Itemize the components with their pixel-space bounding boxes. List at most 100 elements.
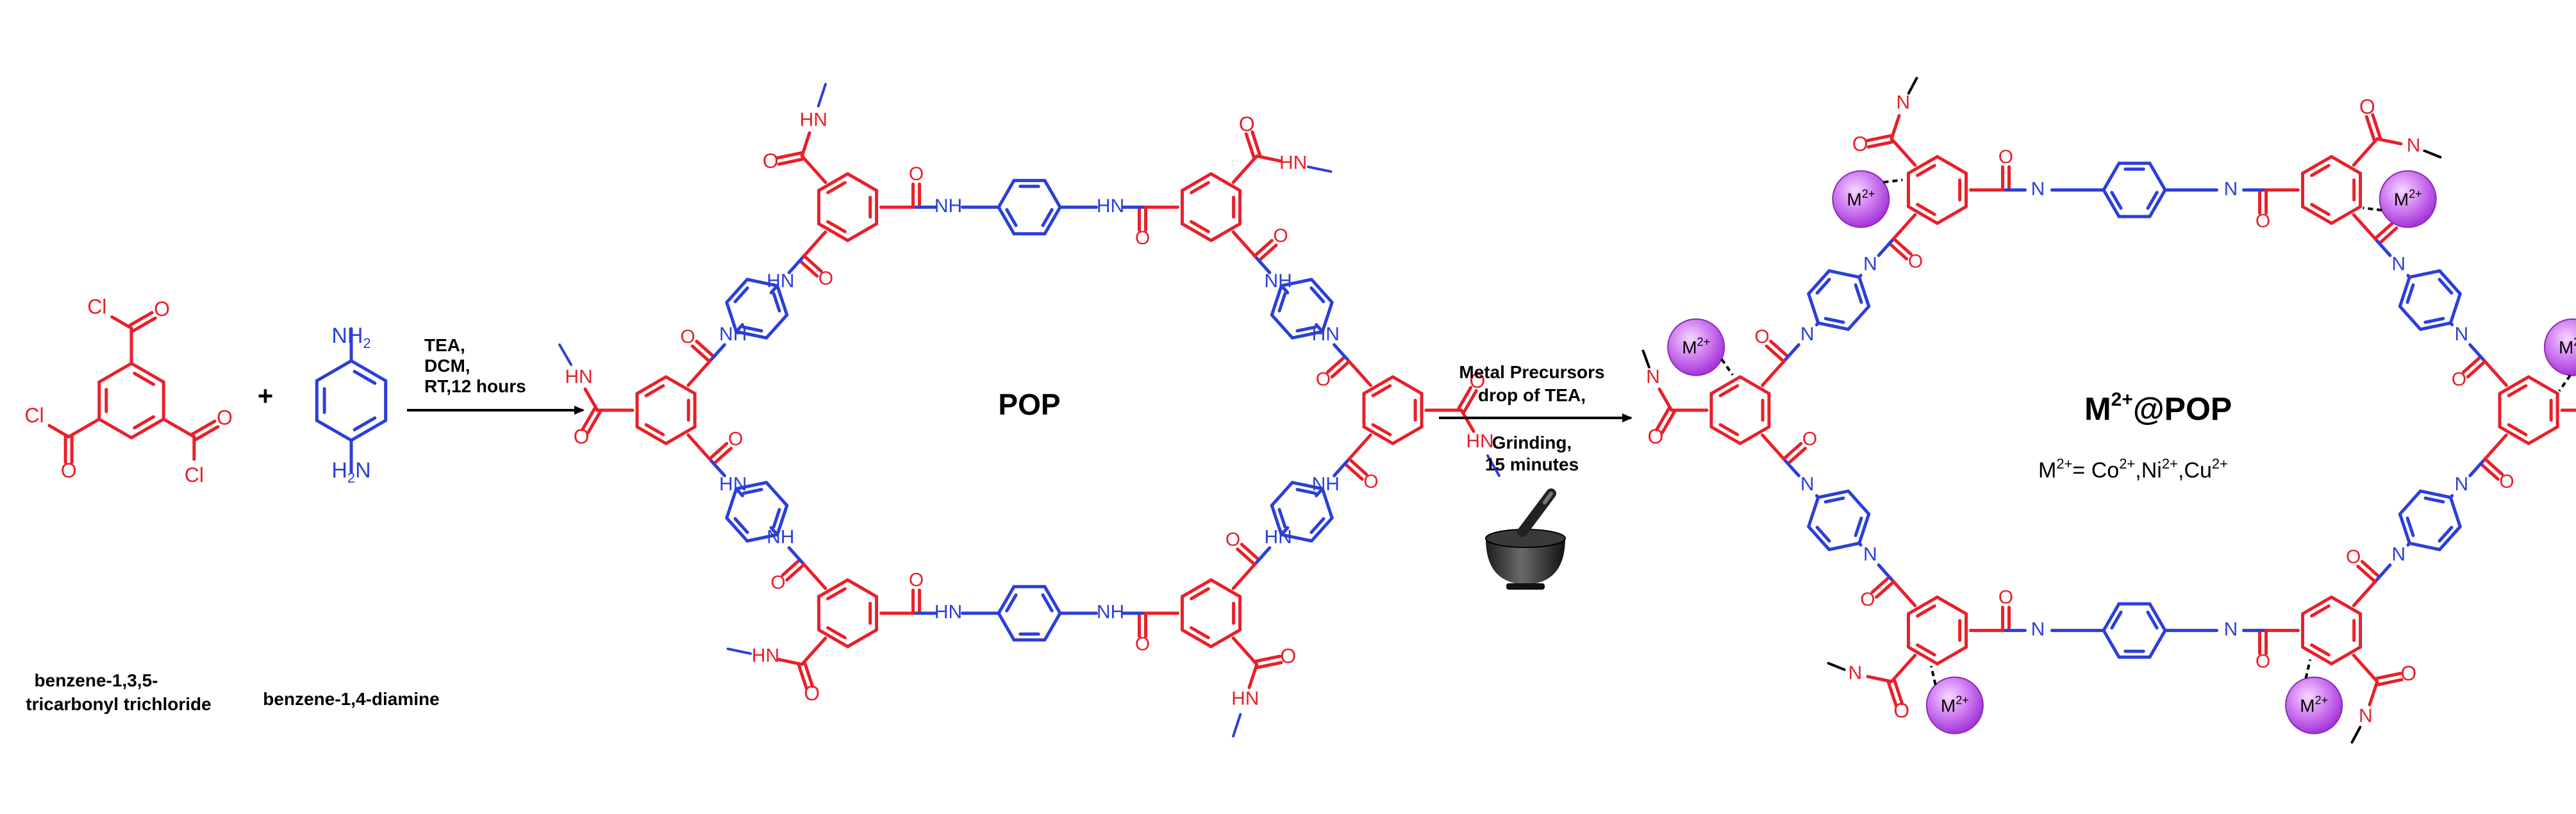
linker-ring-blue bbox=[997, 585, 1062, 642]
amide-nh-label: HN bbox=[935, 602, 962, 623]
carbonyl-double-bond bbox=[1786, 446, 1807, 465]
ring-double-bond bbox=[2406, 516, 2415, 537]
ring-bond bbox=[725, 301, 738, 333]
node-ring-red bbox=[2300, 595, 2363, 666]
metal-symbol: M bbox=[2300, 695, 2314, 715]
ring-double-bond bbox=[353, 370, 377, 385]
amide-n-label: N bbox=[2455, 324, 2469, 345]
carbonyl-double-bond bbox=[690, 344, 711, 363]
carbonyl-double-bond bbox=[2377, 226, 2398, 245]
metal-symbol: M bbox=[2559, 338, 2573, 358]
amine-bottom-subscript: 2 bbox=[347, 470, 355, 486]
step1-condition-2: DCM, bbox=[424, 356, 470, 376]
c-n-bond bbox=[1890, 114, 1901, 141]
metal-symbol: M bbox=[2394, 190, 2409, 210]
ring-bond bbox=[2407, 542, 2441, 551]
c-c-bond bbox=[67, 417, 101, 438]
c-c-bond bbox=[1231, 636, 1259, 667]
carbonyl-double-bond bbox=[1782, 442, 1803, 461]
svg-text:M2+= Co2+,Ni2+,Cu2+: M2+= Co2+,Ni2+,Cu2+ bbox=[2038, 456, 2228, 483]
ring-bond bbox=[2300, 154, 2334, 175]
metal-label: M2+ bbox=[1682, 336, 1710, 358]
oxygen-label: O bbox=[2256, 651, 2270, 672]
carbonyl-double-bond bbox=[802, 254, 823, 273]
oxygen-label: O bbox=[770, 572, 785, 593]
ring-double-bond bbox=[2406, 283, 2415, 304]
metal-charge: 2+ bbox=[1862, 188, 1875, 201]
carbonyl-double-bond bbox=[1330, 360, 1351, 379]
ring-double-bond bbox=[1041, 208, 1054, 228]
ring-double-bond bbox=[1815, 278, 1831, 295]
ring-bond bbox=[1738, 425, 1771, 445]
svg-text:M2+@POP: M2+@POP bbox=[2084, 389, 2232, 427]
ring-bond bbox=[1043, 611, 1062, 642]
n-methyl-bond bbox=[558, 343, 573, 366]
ring-bond bbox=[2330, 154, 2363, 175]
oxygen-label: O bbox=[1998, 146, 2013, 167]
ring-bond bbox=[2102, 188, 2121, 219]
ring-bond bbox=[1807, 292, 1820, 325]
oxygen-label: O bbox=[154, 297, 170, 320]
metal-label: M2+ bbox=[1941, 694, 1969, 715]
carbonyl-double-bond bbox=[1886, 681, 1898, 708]
c-n-bond bbox=[710, 343, 726, 361]
oxygen-label: O bbox=[574, 425, 590, 448]
carbonyl-double-bond bbox=[1257, 244, 1278, 263]
step2-condition-1: Metal Precursors bbox=[1459, 362, 1604, 382]
pestle-highlight bbox=[1543, 492, 1553, 504]
ring-double-bond bbox=[2423, 496, 2445, 504]
amide-nh-label: HN bbox=[1231, 688, 1259, 710]
n-methyl-bond bbox=[1307, 165, 1333, 173]
metal-charge: 2+ bbox=[1956, 694, 1969, 706]
ring-bond bbox=[745, 278, 779, 288]
amide-nh-label: NH bbox=[1312, 474, 1340, 495]
ring-double-bond bbox=[826, 181, 847, 194]
carbonyl-double-bond bbox=[1893, 679, 1904, 706]
node-ring-red bbox=[2498, 375, 2559, 445]
ring-bond bbox=[1309, 278, 1334, 304]
amide-nh-label: HN bbox=[1265, 527, 1292, 548]
metal-label: M2+ bbox=[2300, 694, 2328, 715]
linker-ring-blue bbox=[2398, 269, 2462, 331]
metal-centre: M2+ bbox=[1925, 665, 1984, 735]
chlorine-label: Cl bbox=[87, 295, 106, 318]
ring-double-bond bbox=[1916, 604, 1936, 618]
carbonyl-double-bond bbox=[1240, 542, 1261, 561]
carbonyl-double-bond bbox=[1251, 130, 1262, 157]
ring-bond bbox=[735, 329, 769, 340]
amide-n-label: N bbox=[2224, 178, 2238, 199]
carbonyl-double-bond bbox=[1254, 654, 1282, 663]
ring-bond bbox=[1209, 578, 1242, 599]
amide-nh-label: HN bbox=[1097, 195, 1124, 217]
n-methyl-bond bbox=[2350, 726, 2362, 744]
ring-bond bbox=[1320, 487, 1334, 520]
amide-nh-label: HN bbox=[1312, 324, 1340, 345]
ring-bond bbox=[1270, 313, 1294, 340]
carbonyl-double-bond bbox=[128, 311, 154, 328]
amide-n-label: N bbox=[2031, 178, 2045, 199]
linker-ring-blue bbox=[2398, 489, 2462, 551]
ring-double-bond bbox=[133, 371, 155, 386]
ring-bond bbox=[97, 417, 133, 440]
ring-bond bbox=[129, 361, 165, 384]
c-c-bond bbox=[1231, 154, 1259, 184]
ring-bond bbox=[2527, 375, 2559, 395]
oxygen-label: O bbox=[1273, 226, 1288, 247]
step2-condition-2: drop of TEA, bbox=[1478, 385, 1586, 405]
c-c-bond bbox=[1890, 653, 1917, 683]
node-ring-red bbox=[817, 578, 879, 649]
ring-bond bbox=[1857, 275, 1871, 308]
ring-bond bbox=[846, 222, 879, 242]
ring-bond bbox=[2148, 602, 2167, 633]
amine-bottom-h: H bbox=[331, 458, 347, 483]
ring-double-bond bbox=[1854, 283, 1863, 304]
linker-ring-blue bbox=[997, 179, 1062, 236]
node-ring-red bbox=[635, 375, 697, 445]
amide-nh-label: HN bbox=[1279, 152, 1307, 173]
ring-bond bbox=[635, 375, 668, 395]
carbonyl-double-bond bbox=[2364, 115, 2376, 142]
node-ring-red bbox=[1906, 595, 1968, 666]
ring-bond bbox=[997, 611, 1016, 642]
oxygen-label: O bbox=[680, 326, 695, 347]
carbonyl-double-bond bbox=[1660, 410, 1676, 435]
